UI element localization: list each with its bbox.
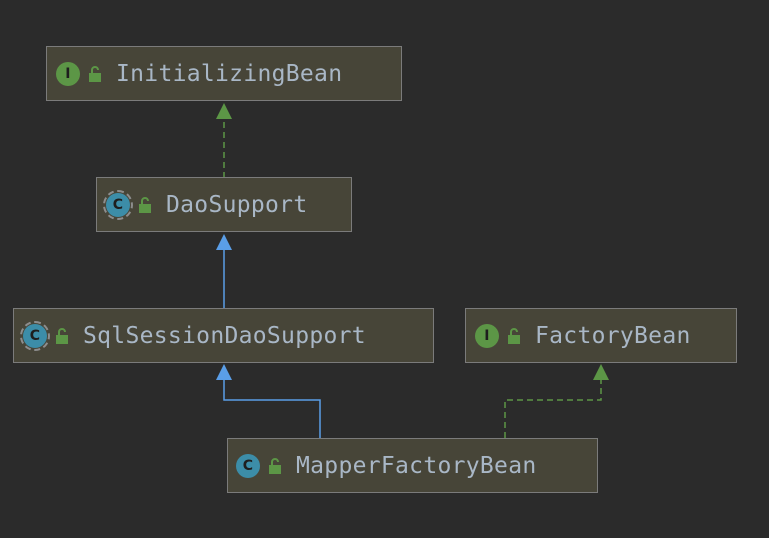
- unlocked-icon: [89, 65, 101, 82]
- node-factorybean[interactable]: I FactoryBean: [465, 308, 737, 363]
- interface-icon: I: [56, 61, 80, 86]
- class-name: DaoSupport: [166, 191, 308, 218]
- node-daosupport[interactable]: C DaoSupport: [96, 177, 352, 232]
- node-initializingbean[interactable]: I InitializingBean: [46, 46, 402, 101]
- class-name: SqlSessionDaoSupport: [83, 322, 366, 349]
- edge-mapperfactorybean-implements-factorybean: [504, 380, 602, 438]
- edge-mapperfactorybean-extends-sqlsessiondaosupport: [223, 380, 321, 438]
- kind-letter: C: [242, 457, 254, 474]
- arrowhead-daosupport: [216, 234, 232, 250]
- arrowhead-factorybean: [593, 364, 609, 380]
- node-mapperfactorybean[interactable]: C MapperFactoryBean: [227, 438, 598, 493]
- kind-letter: I: [484, 327, 490, 344]
- class-icon: C: [236, 453, 260, 478]
- unlocked-icon: [508, 327, 520, 344]
- kind-letter: I: [65, 65, 71, 82]
- abstract-class-icon: C: [20, 320, 50, 351]
- kind-letter: C: [29, 327, 41, 344]
- unlocked-icon: [139, 196, 151, 213]
- class-name: InitializingBean: [116, 60, 343, 87]
- unlocked-icon: [56, 327, 68, 344]
- class-name: FactoryBean: [535, 322, 691, 349]
- node-sqlsessiondaosupport[interactable]: C SqlSessionDaoSupport: [13, 308, 434, 363]
- kind-letter: C: [112, 196, 124, 213]
- class-name: MapperFactoryBean: [296, 452, 537, 479]
- unlocked-icon: [269, 457, 281, 474]
- interface-icon: I: [475, 323, 499, 348]
- arrowhead-sqlsessiondaosupport: [216, 364, 232, 380]
- arrowhead-initializingbean: [216, 103, 232, 119]
- abstract-class-icon: C: [103, 189, 133, 220]
